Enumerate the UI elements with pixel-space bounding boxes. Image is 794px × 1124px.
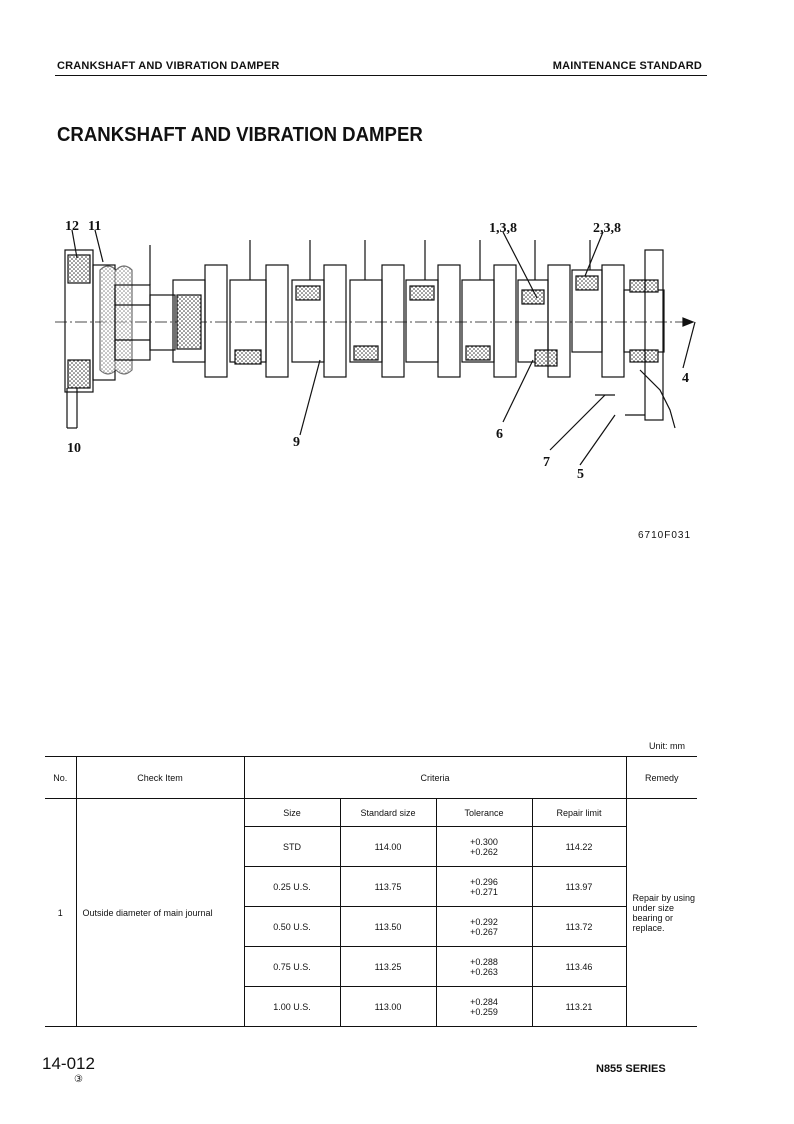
tolerance-upper: +0.300 [470, 836, 498, 847]
series-label: N855 SERIES [596, 1063, 666, 1075]
cell-repair-limit: 113.46 [531, 946, 626, 987]
running-header-left: CRANKSHAFT AND VIBRATION DAMPER [57, 60, 280, 72]
callout-10: 10 [67, 441, 81, 456]
figure-code: 6710F031 [638, 530, 692, 541]
cell-size: 0.75 U.S. [243, 946, 340, 987]
running-header-right: MAINTENANCE STANDARD [552, 60, 702, 72]
table-row: STD 114.00 +0.300+0.262 114.22 [45, 826, 697, 867]
cell-standard-size: 113.50 [339, 906, 436, 947]
page-title: CRANKSHAFT AND VIBRATION DAMPER [57, 124, 423, 146]
cell-size: 0.50 U.S. [243, 906, 340, 947]
cell-tolerance: +0.292+0.267 [435, 906, 532, 947]
table-row: 0.50 U.S. 113.50 +0.292+0.267 113.72 [45, 906, 697, 947]
item-no: 1 [45, 798, 76, 1027]
tolerance-lower: +0.271 [470, 886, 498, 897]
callout-4: 4 [682, 371, 689, 386]
cell-tolerance: +0.300+0.262 [435, 826, 532, 867]
unit-label: Unit: mm [649, 741, 685, 751]
subheader-repair-limit: Repair limit [531, 798, 626, 827]
tolerance-lower: +0.267 [470, 926, 498, 937]
item-check-item: Outside diameter of main journal [75, 798, 244, 1027]
header-remedy: Remedy [625, 756, 697, 799]
table-row: 1.00 U.S. 113.00 +0.284+0.259 113.21 [45, 986, 697, 1027]
cell-tolerance: +0.288+0.263 [435, 946, 532, 987]
callout-7: 7 [543, 455, 550, 470]
table-row: 0.25 U.S. 113.75 +0.296+0.271 113.97 [45, 866, 697, 907]
cell-size: 0.25 U.S. [243, 866, 340, 907]
cell-standard-size: 113.00 [339, 986, 436, 1027]
subheader-size: Size [243, 798, 340, 827]
tolerance-lower: +0.262 [470, 846, 498, 857]
page-number: 14-012 [42, 1054, 95, 1073]
header-rule [55, 75, 707, 76]
cell-size: 1.00 U.S. [243, 986, 340, 1027]
header-criteria: Criteria [243, 756, 626, 799]
revision-mark: ③ [74, 1074, 83, 1085]
callout-6: 6 [496, 427, 503, 442]
callout-12: 12 [65, 219, 79, 234]
callout-5: 5 [577, 467, 584, 482]
tolerance-upper: +0.284 [470, 996, 498, 1007]
cell-repair-limit: 114.22 [531, 826, 626, 867]
header-no: No. [45, 756, 76, 799]
cell-repair-limit: 113.21 [531, 986, 626, 1027]
cell-standard-size: 114.00 [339, 826, 436, 867]
item-remedy: Repair by using under size bearing or re… [625, 798, 697, 1027]
tolerance-upper: +0.292 [470, 916, 498, 927]
cell-tolerance: +0.284+0.259 [435, 986, 532, 1027]
cell-standard-size: 113.75 [339, 866, 436, 907]
cell-repair-limit: 113.97 [531, 866, 626, 907]
subheader-tolerance: Tolerance [435, 798, 532, 827]
cell-standard-size: 113.25 [339, 946, 436, 987]
table-row: 0.75 U.S. 113.25 +0.288+0.263 113.46 [45, 946, 697, 987]
callout-2-3-8: 2,3,8 [593, 221, 621, 236]
callout-1-3-8: 1,3,8 [489, 221, 517, 236]
crankshaft-diagram: 12 11 1,3,8 2,3,8 4 10 9 6 7 5 [55, 219, 696, 482]
subheader-standard-size: Standard size [339, 798, 436, 827]
tolerance-upper: +0.288 [470, 956, 498, 967]
tolerance-lower: +0.263 [470, 966, 498, 977]
callout-9: 9 [293, 435, 300, 450]
tolerance-upper: +0.296 [470, 876, 498, 887]
cell-tolerance: +0.296+0.271 [435, 866, 532, 907]
tolerance-lower: +0.259 [470, 1006, 498, 1017]
callout-11: 11 [88, 219, 101, 234]
header-check-item: Check Item [75, 756, 244, 799]
maintenance-standard-table: No. Check Item Criteria Remedy 1 Outside… [45, 756, 697, 1027]
cell-repair-limit: 113.72 [531, 906, 626, 947]
cell-size: STD [243, 826, 340, 867]
